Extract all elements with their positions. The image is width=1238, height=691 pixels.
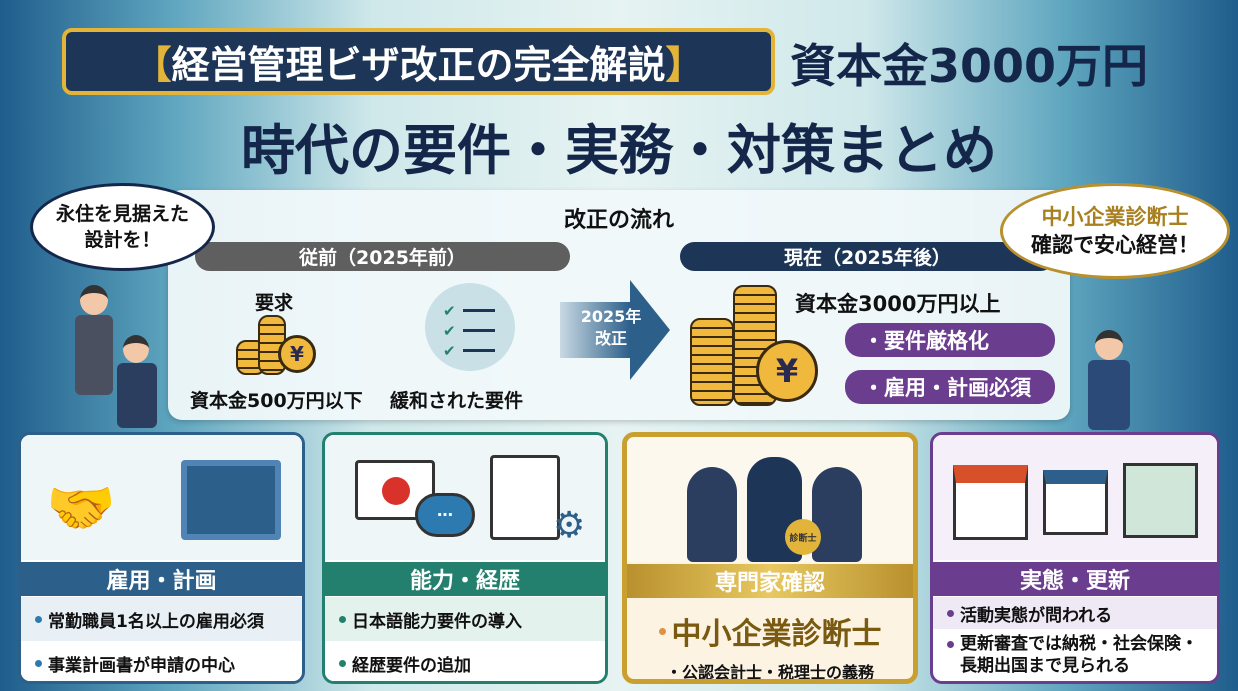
yen-coin-icon: ¥ xyxy=(756,340,818,402)
speech-bubble-right: 中小企業診断士 確認で安心経営！ xyxy=(1000,183,1230,279)
yen-coin-icon: ¥ xyxy=(278,335,316,373)
card-title: 専門家確認 xyxy=(627,564,913,598)
card-employment-plan: 🤝 雇用・計画 常勤職員1名以上の雇用必須 事業計画書が申請の中心 xyxy=(18,432,305,684)
old-capital: 資本金500万円以下 xyxy=(190,390,363,412)
bubble-text: 中小企業診断士 xyxy=(1041,205,1189,229)
certified-badge: 診断士 xyxy=(785,519,821,555)
chat-resume-illustration: …⚙ xyxy=(325,435,605,560)
relaxed-requirements: 緩和された要件 xyxy=(390,390,524,412)
card-activity-renewal: 実態・更新 活動実態が問われる 更新審査では納税・社会保険・長期出国まで見られる xyxy=(930,432,1220,684)
reform-arrow: 2025年改正 xyxy=(560,280,670,380)
card-item: 事業計画書が申請の中心 xyxy=(21,641,302,681)
card-title: 雇用・計画 xyxy=(21,562,302,596)
title-banner: 【経営管理ビザ改正の完全解説】 xyxy=(62,28,775,95)
title-main: 経営管理ビザ改正の完全解説 xyxy=(171,43,666,87)
coins-icon xyxy=(690,318,734,406)
card-ability-career: …⚙ 能力・経歴 日本語能力要件の導入 経歴要件の追加 xyxy=(322,432,608,684)
card-item: 経歴要件の追加 xyxy=(325,641,605,681)
reform-flow-panel: 改正の流れ 従前（2025年前） 現在（2025年後） 要求 ¥ 資本金500万… xyxy=(168,190,1070,420)
subtitle: 時代の要件・実務・対策まとめ xyxy=(241,119,997,182)
handshake-blueprint-illustration: 🤝 xyxy=(21,435,302,560)
store-calendar-map-illustration xyxy=(933,435,1217,560)
expert-sub: ・公認会計士・税理士の義務 xyxy=(665,663,874,682)
point-employment-plan: ・雇用・計画必須 xyxy=(845,370,1055,404)
experts-illustration: 診断士 xyxy=(627,437,913,562)
speech-bubble-left: 永住を見据えた 設計を！ xyxy=(30,183,215,271)
card-item: 更新審査では納税・社会保険・長期出国まで見られる xyxy=(933,629,1217,679)
card-item: 活動実態が問われる xyxy=(933,597,1217,629)
expert-main: 中小企業診断士 xyxy=(671,617,882,652)
card-expert-check: 診断士 専門家確認 中小企業診断士 ・公認会計士・税理士の義務 xyxy=(622,432,918,684)
businesswomen-illustration xyxy=(75,285,165,430)
bubble-text: 設計を！ xyxy=(84,229,161,251)
arrow-text: 2025年 xyxy=(580,307,642,326)
arrow-text: 改正 xyxy=(594,329,627,348)
card-title: 実態・更新 xyxy=(933,562,1217,596)
new-capital: 資本金3000万円以上 xyxy=(795,292,1001,316)
before-label: 従前（2025年前） xyxy=(195,242,570,271)
card-item: 常勤職員1名以上の雇用必須 xyxy=(21,597,302,641)
bubble-text: 永住を見据えた xyxy=(55,203,189,225)
checklist-icon: ✔✔✔ xyxy=(425,283,515,371)
after-label: 現在（2025年後） xyxy=(680,242,1055,271)
bubble-text: 確認で安心経営！ xyxy=(1031,233,1199,257)
title-capital: 資本金3000万円 xyxy=(790,39,1149,93)
requirement-label: 要求 xyxy=(255,292,294,314)
businessman-illustration xyxy=(1085,330,1135,430)
card-title: 能力・経歴 xyxy=(325,562,605,596)
flow-title: 改正の流れ xyxy=(563,208,674,233)
point-stricter: ・要件厳格化 xyxy=(845,323,1055,357)
card-item: 日本語能力要件の導入 xyxy=(325,597,605,641)
